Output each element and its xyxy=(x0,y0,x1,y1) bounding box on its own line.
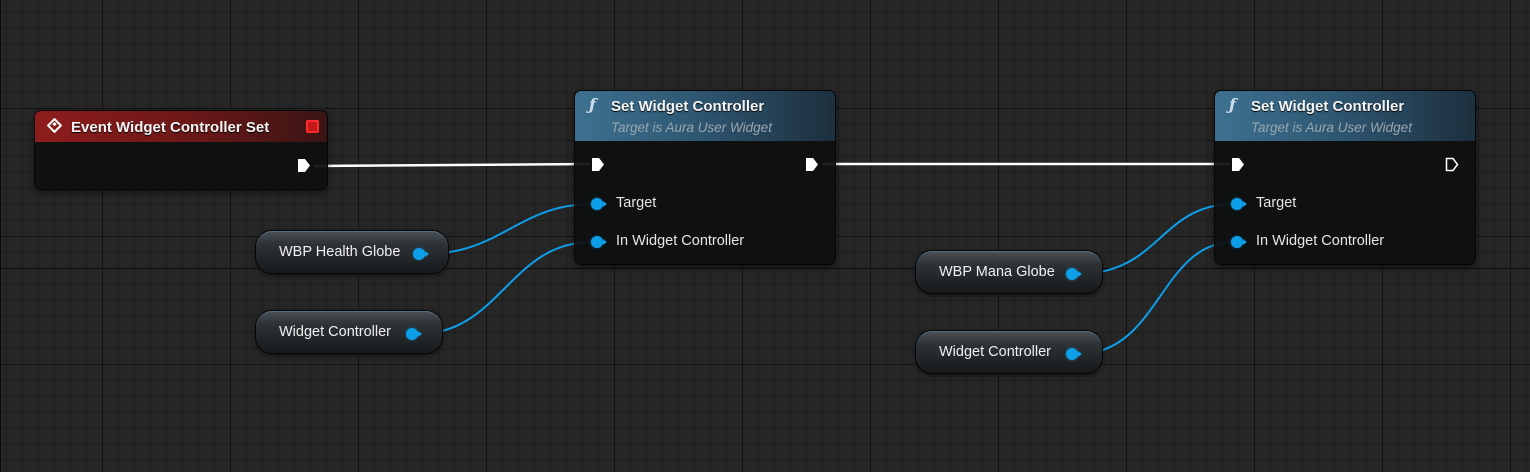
target-pin-label-2: Target xyxy=(1256,195,1297,211)
variable-output-pin[interactable] xyxy=(406,328,422,340)
set-widget-controller-node-2[interactable]: ƒ Set Widget Controller Target is Aura U… xyxy=(1215,91,1475,264)
function-node-subtitle-1: Target is Aura User Widget xyxy=(611,120,772,135)
delegate-square-icon[interactable] xyxy=(306,120,319,133)
widget-controller-variable-node-2[interactable]: Widget Controller xyxy=(916,331,1102,373)
wbp-health-globe-variable-node[interactable]: WBP Health Globe xyxy=(256,231,448,273)
function-f-icon: ƒ xyxy=(589,95,596,114)
variable-label: WBP Health Globe xyxy=(279,244,401,260)
exec-input-pin-2[interactable] xyxy=(1231,157,1245,172)
function-node-subtitle-2: Target is Aura User Widget xyxy=(1251,120,1412,135)
variable-label: Widget Controller xyxy=(279,324,392,340)
in-widget-controller-label-1: In Widget Controller xyxy=(616,233,745,249)
variable-output-pin[interactable] xyxy=(413,248,429,260)
function-node-title-2: Set Widget Controller xyxy=(1251,98,1405,115)
in-widget-controller-pin-1[interactable] xyxy=(591,236,607,248)
variable-label: Widget Controller xyxy=(939,344,1052,360)
variable-label: WBP Mana Globe xyxy=(939,264,1055,280)
event-node-header[interactable]: Event Widget Controller Set xyxy=(35,111,327,142)
target-input-pin-1[interactable] xyxy=(591,198,607,210)
set-widget-controller-node-1[interactable]: ƒ Set Widget Controller Target is Aura U… xyxy=(575,91,835,264)
variable-output-pin[interactable] xyxy=(1066,348,1082,360)
wbp-mana-globe-variable-node[interactable]: WBP Mana Globe xyxy=(916,251,1102,293)
function-node-header-1[interactable]: ƒ Set Widget Controller Target is Aura U… xyxy=(575,91,835,141)
exec-input-pin-1[interactable] xyxy=(591,157,605,172)
exec-output-pin[interactable] xyxy=(297,158,311,173)
graph-origin-horizontal-line xyxy=(0,268,1530,269)
target-input-pin-2[interactable] xyxy=(1231,198,1247,210)
data-wire-health-globe-to-target[interactable] xyxy=(425,203,593,255)
event-widget-controller-set-node[interactable]: Event Widget Controller Set xyxy=(35,111,327,189)
target-pin-label-1: Target xyxy=(616,195,657,211)
function-f-icon: ƒ xyxy=(1229,95,1236,114)
exec-output-pin-2-unconnected[interactable] xyxy=(1445,157,1459,172)
graph-origin-vertical-line xyxy=(0,0,1,472)
in-widget-controller-pin-2[interactable] xyxy=(1231,236,1247,248)
function-node-header-2[interactable]: ƒ Set Widget Controller Target is Aura U… xyxy=(1215,91,1475,141)
function-node-title-1: Set Widget Controller xyxy=(611,98,765,115)
exec-wire-event-to-set1[interactable] xyxy=(313,162,591,168)
exec-output-pin-1[interactable] xyxy=(805,157,819,172)
variable-output-pin[interactable] xyxy=(1066,268,1082,280)
in-widget-controller-label-2: In Widget Controller xyxy=(1256,233,1385,249)
widget-controller-variable-node-1[interactable]: Widget Controller xyxy=(256,311,442,353)
data-wire-controller2-to-in-controller[interactable] xyxy=(1077,241,1235,355)
event-node-title: Event Widget Controller Set xyxy=(71,119,270,136)
event-diamond-icon xyxy=(46,117,63,134)
